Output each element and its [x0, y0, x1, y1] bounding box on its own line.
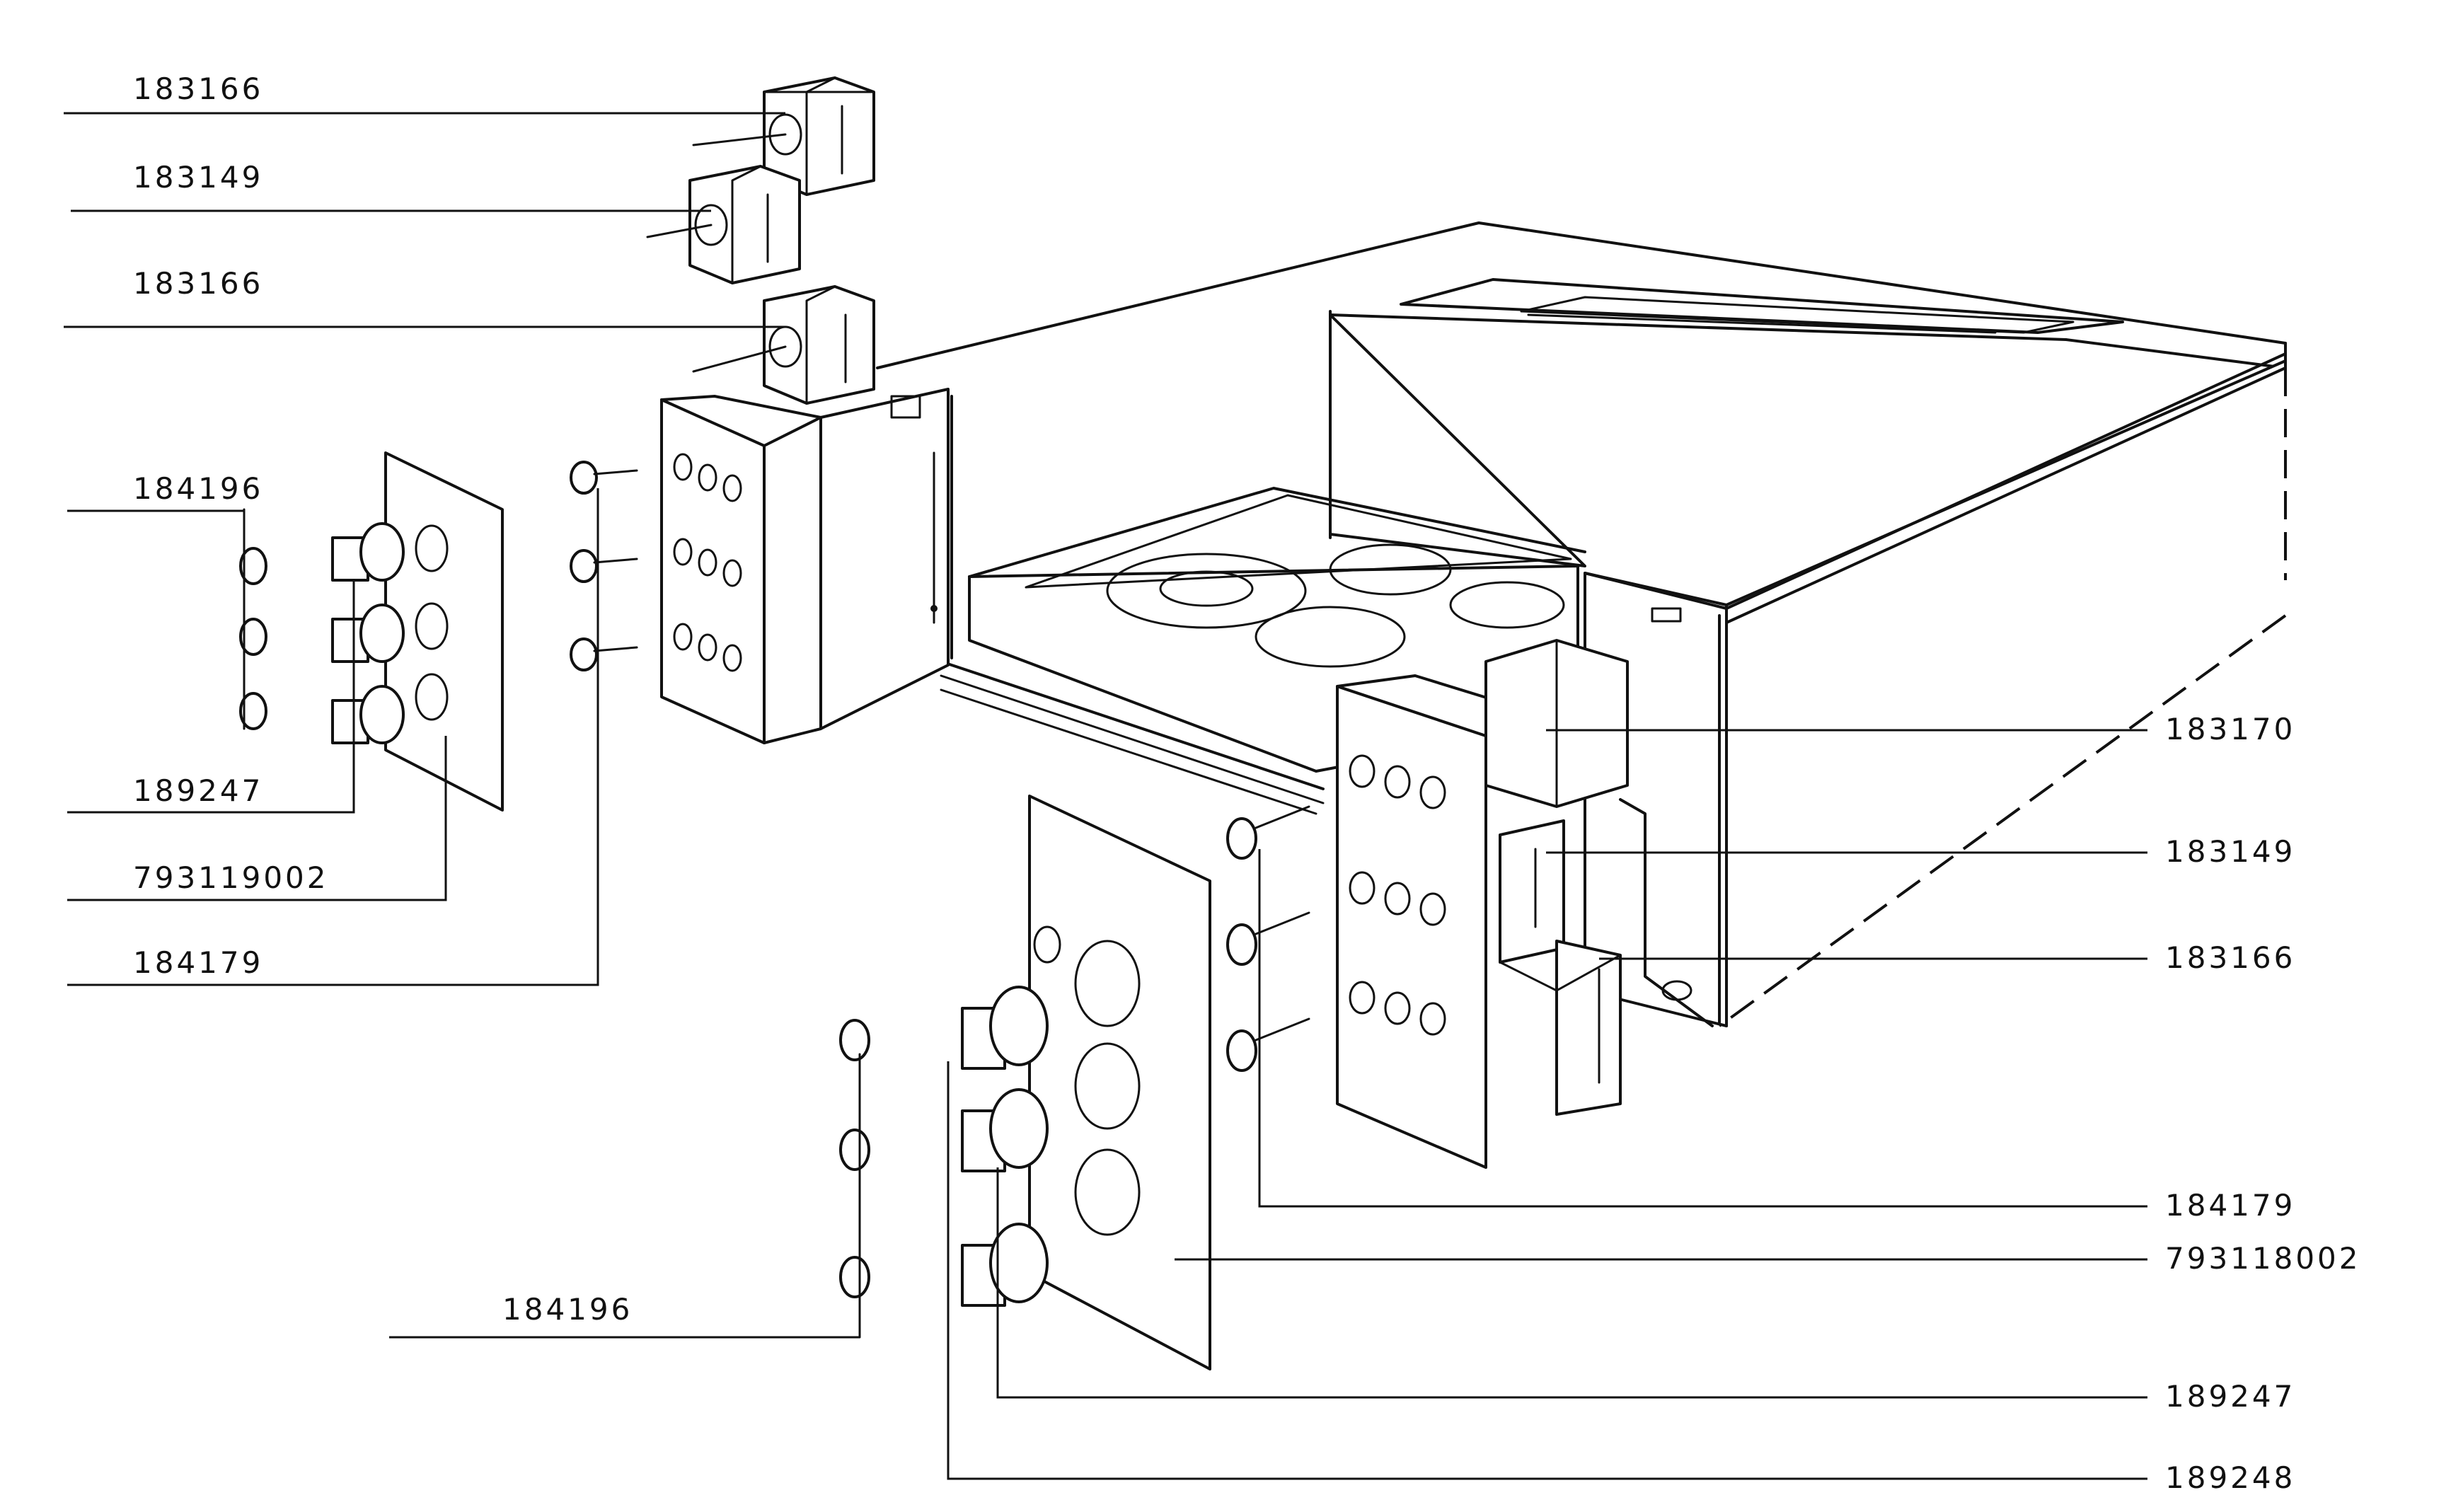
part-label-184179-lower: 184179: [2165, 1188, 2295, 1223]
part-label-183149-lower: 183149: [2165, 834, 2295, 869]
part-label-793118002: 793118002: [2165, 1241, 2361, 1276]
right-indicator-caps: [839, 1019, 870, 1339]
left-indicator-caps: [239, 508, 267, 730]
part-label-184179-upper: 184179: [133, 945, 263, 980]
right-knobs: [961, 986, 1049, 1307]
right-pilot-lamps: [1226, 805, 1310, 1072]
part-label-189247-lower: 189247: [2165, 1379, 2295, 1414]
part-label-183166-lower: 183166: [2165, 940, 2295, 975]
left-knobs: [331, 522, 405, 744]
part-label-189248: 189248: [2165, 1460, 2295, 1495]
right-energy-regulators: [1484, 639, 1629, 1116]
left-control-bracket: [660, 388, 950, 744]
part-label-793119002: 793119002: [133, 860, 329, 895]
part-label-183170: 183170: [2165, 712, 2295, 746]
part-label-183149-upper: 183149: [133, 160, 263, 195]
left-pilot-lamps: [570, 461, 638, 671]
energy-regulator-middle: [646, 165, 801, 284]
part-label-184196-lower: 184196: [502, 1292, 633, 1327]
leader-lines: [64, 112, 2147, 1480]
right-control-bracket: [1336, 674, 1509, 1169]
part-label-183166-top: 183166: [133, 71, 263, 106]
energy-regulator-bottom: [692, 285, 875, 405]
part-label-189247-upper: 189247: [133, 773, 263, 808]
part-label-183166-upper: 183166: [133, 266, 263, 301]
right-control-panel: [1028, 795, 1211, 1370]
part-label-184196-upper: 184196: [133, 471, 263, 506]
